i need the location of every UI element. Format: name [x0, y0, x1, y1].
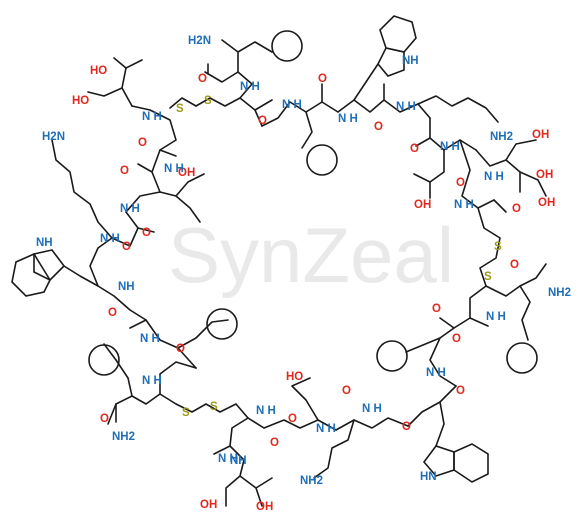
atom-label: S — [494, 241, 502, 253]
watermark: SynZeal — [168, 211, 454, 299]
atom-label: O — [270, 437, 279, 449]
atom-label: HO — [72, 95, 89, 107]
atom-label: N H — [362, 403, 382, 415]
atom-label: N H — [140, 333, 160, 345]
atom-label: N H — [396, 101, 416, 113]
atom-label: HN — [420, 471, 437, 483]
atom-label: N H — [120, 203, 140, 215]
atom-label: O — [402, 421, 411, 433]
atom-label: S — [484, 271, 492, 283]
atom-label: S — [182, 407, 190, 419]
atom-label: O — [512, 203, 521, 215]
atom-label: H2N — [188, 35, 211, 47]
atom-label: O — [410, 143, 419, 155]
phenyl-ring — [88, 344, 120, 376]
atom-label: O — [342, 385, 351, 397]
atom-label: N H — [338, 113, 358, 125]
atom-label: OH — [200, 499, 217, 511]
atom-label: O — [374, 121, 383, 133]
atom-label: O — [142, 227, 151, 239]
atom-label: O — [318, 73, 327, 85]
bond-skeleton — [11, 15, 547, 507]
atom-label: N H — [440, 141, 460, 153]
atom-label: NH — [402, 55, 419, 67]
atom-label: S — [204, 95, 212, 107]
indole-ring — [453, 443, 489, 483]
atom-label: O — [138, 137, 147, 149]
atom-label: HO — [286, 371, 303, 383]
atom-label: H2N — [42, 131, 65, 143]
atom-label: NH — [118, 281, 135, 293]
atom-label: OH — [256, 501, 273, 513]
atom-label: O — [258, 115, 267, 127]
atom-label: OH — [178, 167, 195, 179]
atom-label: N H — [100, 233, 120, 245]
atom-label: N H — [256, 405, 276, 417]
atom-label: NH — [36, 237, 53, 249]
atom-label: O — [432, 303, 441, 315]
atom-label: N H — [486, 311, 506, 323]
atom-label: NH2 — [490, 131, 513, 143]
atom-label: N H — [426, 367, 446, 379]
atom-label: O — [288, 413, 297, 425]
atom-label: N H — [142, 111, 162, 123]
atom-label: N H — [218, 453, 238, 465]
atom-label: NH2 — [112, 431, 135, 443]
atom-label: NH2 — [300, 475, 323, 487]
phenyl-ring — [271, 30, 303, 62]
atom-label: O — [456, 177, 465, 189]
phenyl-ring — [306, 144, 338, 176]
atom-label: N H — [142, 375, 162, 387]
indole-ring — [33, 249, 66, 281]
atom-label: N H — [240, 81, 260, 93]
atom-label: O — [452, 333, 461, 345]
atom-label: O — [100, 413, 109, 425]
atom-label: OH — [414, 199, 431, 211]
atom-label: OH — [538, 197, 555, 209]
atom-label: O — [510, 259, 519, 271]
atom-labels: H2N O N H NH HO HO N H O S S N H O O N H… — [36, 35, 571, 513]
atom-label: N H — [164, 163, 184, 175]
atom-label: OH — [536, 169, 553, 181]
atom-label: S — [176, 103, 184, 115]
phenyl-ring — [206, 308, 238, 340]
atom-label: O — [176, 343, 185, 355]
atom-label: N H — [282, 99, 302, 111]
atom-label: S — [210, 401, 218, 413]
atom-label: NH — [230, 455, 247, 467]
indole-ring — [379, 15, 417, 53]
atom-label: N H — [316, 423, 336, 435]
phenyl-ring — [506, 342, 538, 374]
atom-label: O — [198, 73, 207, 85]
indole-ring — [422, 445, 455, 477]
atom-label: N H — [454, 199, 474, 211]
atom-label: O — [122, 241, 131, 253]
atom-label: OH — [532, 129, 549, 141]
atom-label: O — [456, 385, 465, 397]
atom-label: HO — [90, 65, 107, 77]
atom-label: O — [108, 307, 117, 319]
atom-label: NH2 — [548, 287, 571, 299]
atom-label: N H — [484, 171, 504, 183]
indole-ring — [377, 47, 405, 77]
indole-ring — [11, 252, 51, 297]
phenyl-ring — [376, 340, 408, 372]
atom-label: O — [120, 165, 129, 177]
